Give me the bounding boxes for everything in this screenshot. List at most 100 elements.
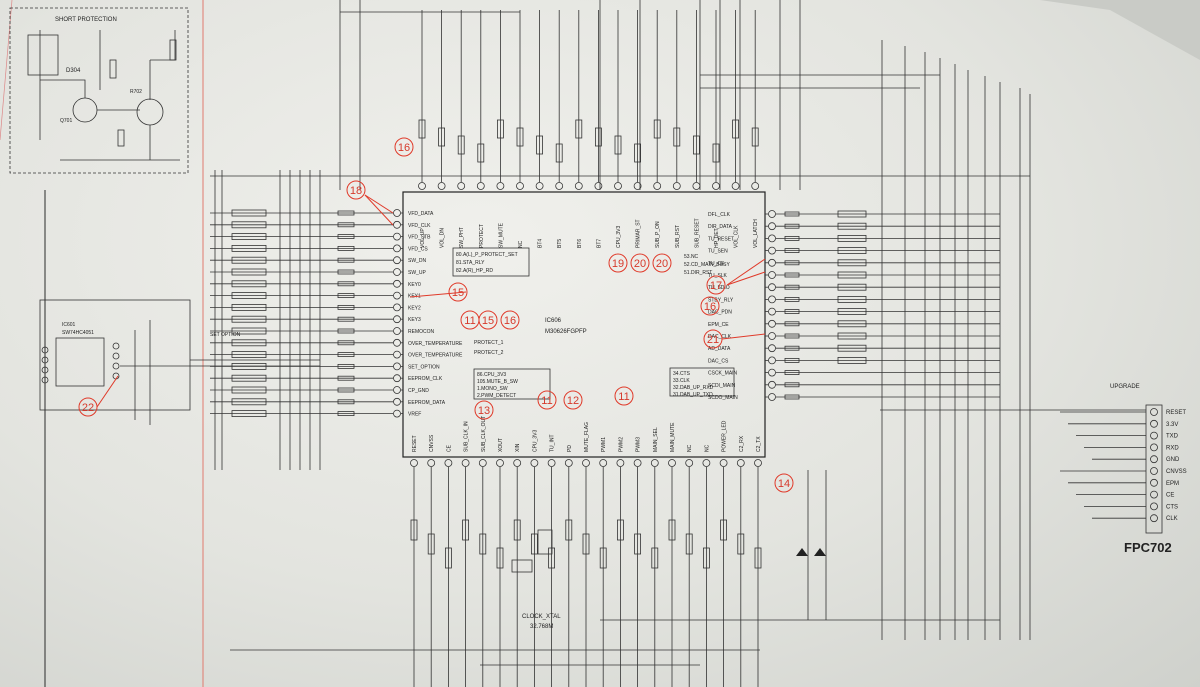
bottom-pin-label: POWER_LED [722,420,728,452]
top-pin-label: SW_PHT [459,227,465,248]
top-bus-wiring [210,0,1030,190]
bottom-pin-dot [633,459,642,467]
marker-number: 14 [778,478,790,490]
note-bl-line: 1.MONO_SW [477,386,508,392]
note-bl-line: 86.CPU_3V3 [477,372,506,378]
bottom-pin-label: XOUT [498,438,504,452]
set-option-label: SET OPTION [210,332,241,338]
note-mid-line: PROTECT_2 [474,350,504,356]
sw-ic-part: SW74HC4051 [62,330,94,336]
top-pin-label: NC [518,240,524,248]
marker-13: 13 [474,400,494,420]
top-pin-label: BT4 [538,239,544,248]
marker-number: 11 [618,391,629,403]
top-pin-dot [731,182,740,190]
top-pin-label: SUB_P_ON [655,221,661,248]
note-br-line: 32.DAB_UP_RXD [673,385,714,391]
right-pin-label: DIR_DATA [708,224,733,230]
marker-20: 20 [652,253,672,273]
left-pin-dot [393,220,401,229]
top-pin-label: HP_DET [714,228,720,248]
right-bus-wiring [776,40,1146,640]
top-pin-dot [594,182,603,190]
bottom-pin-dot [444,459,453,467]
top-pin-label: SUB_RESET [694,218,700,248]
marker-16: 16 [394,137,414,157]
right-pin-label: TU_CE [708,261,725,267]
top-pin-label: VOL_CLK [734,225,740,248]
marker-number: 18 [350,185,362,197]
connector-label: FPC702 [1124,540,1172,555]
ic-part: M30626FGPFP [545,329,587,335]
note-br-line: 33.CLK [673,378,690,384]
bottom-pin-label: PWM2 [618,437,624,452]
bottom-pin-label: NC [687,444,693,452]
bottom-pin-dot [564,459,573,467]
marker-number: 17 [710,280,722,292]
bottom-bus-wiring [230,467,1000,687]
left-pin-dot [393,397,401,406]
top-pin-label: BT5 [557,239,563,248]
marker-11: 11 [460,310,480,330]
upgrade-pin-dot [1150,455,1158,464]
upgrade-pin-dot [1150,467,1158,475]
upgrade-pin-label: RXD [1166,445,1179,451]
right-pin-dot [768,319,776,328]
upgrade-pin-dot [1150,478,1158,487]
bottom-pin-dot [719,459,728,467]
marker-number: 16 [398,142,410,154]
right-pin-dot [768,307,776,316]
upgrade-pin-label: CTS [1166,504,1178,510]
right-pin-dot [768,393,776,401]
marker-18: 18 [346,180,366,200]
upgrade-connector: UPGRADE RESET3.3VTXDRXDGNDCNVSSEPMCECTSC… [1060,384,1187,555]
marker-12: 12 [563,390,583,410]
top-pin-label: PRIMAR_ST [636,219,642,248]
note-mid-line: PROTECT_1 [474,340,504,346]
bottom-pin-label: XIN [515,443,521,452]
bottom-pin-label: C2_RX [739,435,745,452]
left-pin-dot [393,303,401,312]
left-pin-label: KEY0 [408,282,421,288]
left-pin-dot [393,409,401,418]
bottom-pin-dot [478,459,487,467]
right-pin-label: EPM_CE [708,322,729,328]
sw-ic-ref: IC601 [62,322,76,328]
bottom-pin-label: TU_INT [550,435,556,453]
left-pin-dot [393,386,401,394]
left-pin-dot [393,244,401,253]
marker-20: 20 [630,253,650,273]
right-pin-label: DFL_CLK [708,212,731,218]
bottom-pin-label: CE [446,444,452,452]
upgrade-pin-label: CLK [1166,516,1178,522]
clock-label: CLOCK_XTAL [522,614,561,620]
upgrade-pin-label: GND [1166,457,1180,463]
bottom-pin-label: MUTE_FLAG [584,422,590,452]
note-left-line: 80.A(L)_P_PROTECT_SET [456,252,518,258]
top-pin-dot [653,182,662,190]
right-pin-dot [768,356,776,365]
right-pin-label: STBY_RLY [708,297,734,303]
top-pin-label: VOL_DN [440,228,446,248]
left-pin-label: EEPROM_CLK [408,376,443,382]
note-bl-line: 2.PWM_DETECT [477,393,516,399]
left-pin-label: OVER_TEMPERATURE [408,353,463,359]
left-pin-dot [393,374,401,383]
clock-freq: 32.768M [530,624,553,630]
right-pin-label: DAC_CS [708,358,729,364]
note-right-line: 51.DIR_RST [684,270,712,276]
right-pin-dot [768,210,776,218]
bottom-pin-dot [427,459,436,467]
top-pin-dot [437,182,446,190]
marker-11: 11 [537,390,557,410]
upgrade-pin-dot [1150,502,1158,511]
left-pin-dot [393,362,401,371]
marker-number: 20 [634,258,646,270]
left-pin-dot [393,338,401,347]
top-pin-dot [476,182,485,190]
paper-fold [1040,0,1200,60]
bottom-pin-label: RESET [412,435,418,452]
marker-11: 11 [614,386,634,406]
ic-body [402,191,766,458]
